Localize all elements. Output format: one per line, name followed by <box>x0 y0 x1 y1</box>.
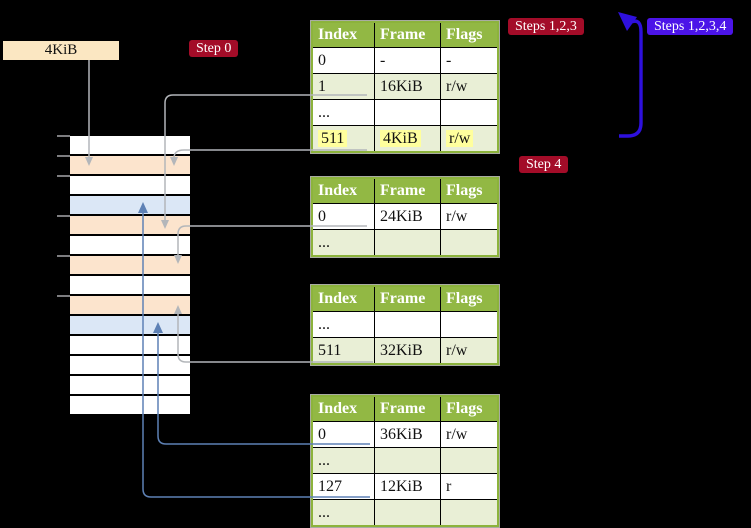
cell-index: 0 <box>311 47 375 74</box>
cell-flags <box>440 447 499 474</box>
memory-frame-row <box>70 396 190 416</box>
address-tick <box>57 175 70 177</box>
badge-step-0: Step 0 <box>189 40 239 57</box>
cell-flags: r/w <box>440 125 499 153</box>
page-table-1: Index Frame Flags 0 - - 1 16KiB r/w ... … <box>310 20 500 154</box>
cell-index: ... <box>311 229 375 257</box>
address-tick <box>57 295 70 297</box>
address-tick <box>57 255 70 257</box>
table-row: 0 - - <box>311 47 499 74</box>
memory-frame-row <box>70 176 190 196</box>
cell-index: 127 <box>311 473 375 500</box>
cell-frame <box>374 499 441 527</box>
table-row: ... <box>311 311 499 338</box>
cell-index: 0 <box>311 421 375 448</box>
cell-index: ... <box>311 311 375 338</box>
cell-frame <box>374 99 441 126</box>
table-row: ... <box>311 229 499 257</box>
column-header-index: Index <box>311 21 375 48</box>
memory-frame-row <box>70 236 190 256</box>
cell-flags: r <box>440 473 499 500</box>
memory-frame-row <box>70 376 190 396</box>
address-tick <box>57 215 70 217</box>
memory-frame-row <box>70 156 190 176</box>
memory-frame-row <box>70 216 190 236</box>
table-row: ... <box>311 499 499 527</box>
cell-frame: 12KiB <box>374 473 441 500</box>
column-header-index: Index <box>311 395 375 422</box>
arrowhead-upleft-icon <box>618 12 637 31</box>
cell-flags: r/w <box>440 203 499 230</box>
column-header-flags: Flags <box>440 21 499 48</box>
badge-steps-1-2-3-4: Steps 1,2,3,4 <box>647 18 734 35</box>
table-row: 511 32KiB r/w <box>311 337 499 365</box>
cell-frame: 36KiB <box>374 421 441 448</box>
cell-index: ... <box>311 99 375 126</box>
table-row: ... <box>311 99 499 126</box>
big-loop-arrow <box>618 12 643 138</box>
column-header-index: Index <box>311 285 375 312</box>
column-header-index: Index <box>311 177 375 204</box>
cell-flags <box>440 229 499 257</box>
badge-steps-1-2-3: Steps 1,2,3 <box>508 18 584 35</box>
page-table-2: Index Frame Flags 0 24KiB r/w ... <box>310 176 500 258</box>
cell-index: ... <box>311 447 375 474</box>
cell-flags <box>440 99 499 126</box>
cell-flags: r/w <box>440 73 499 100</box>
column-header-flags: Flags <box>440 395 499 422</box>
memory-frame-row <box>70 336 190 356</box>
table-row: 0 24KiB r/w <box>311 203 499 230</box>
column-header-frame: Frame <box>374 285 441 312</box>
memory-frame-row <box>70 196 190 216</box>
column-header-frame: Frame <box>374 395 441 422</box>
highlight-text: 511 <box>318 129 348 147</box>
page-table-4: Index Frame Flags 0 36KiB r/w ... 127 12… <box>310 394 500 528</box>
cell-index: 0 <box>311 203 375 230</box>
column-header-frame: Frame <box>374 21 441 48</box>
highlight-text: 4KiB <box>380 129 421 147</box>
table-row: 127 12KiB r <box>311 473 499 500</box>
cell-frame <box>374 447 441 474</box>
table-row: 0 36KiB r/w <box>311 421 499 448</box>
cell-index: 1 <box>311 73 375 100</box>
cell-flags <box>440 311 499 338</box>
cell-flags: r/w <box>440 421 499 448</box>
cell-frame: 24KiB <box>374 203 441 230</box>
physical-memory-column <box>70 134 190 416</box>
cell-flags <box>440 499 499 527</box>
column-header-flags: Flags <box>440 177 499 204</box>
address-tick <box>57 135 70 137</box>
cell-frame: 16KiB <box>374 73 441 100</box>
column-header-frame: Frame <box>374 177 441 204</box>
memory-frame-row <box>70 134 190 156</box>
cell-flags: r/w <box>440 337 499 365</box>
page-table-3: Index Frame Flags ... 511 32KiB r/w <box>310 284 500 366</box>
cell-index: 511 <box>311 337 375 365</box>
page-size-label: 4KiB <box>3 41 119 60</box>
cell-frame: 4KiB <box>374 125 441 153</box>
table-row-highlighted: 511 4KiB r/w <box>311 125 499 153</box>
memory-frame-row <box>70 296 190 316</box>
cell-frame: 32KiB <box>374 337 441 365</box>
column-header-flags: Flags <box>440 285 499 312</box>
badge-step-4: Step 4 <box>519 156 569 173</box>
cell-index: 511 <box>311 125 375 153</box>
memory-frame-row <box>70 256 190 276</box>
memory-frame-row <box>70 316 190 336</box>
cell-flags: - <box>440 47 499 74</box>
memory-frame-row <box>70 356 190 376</box>
cell-frame <box>374 229 441 257</box>
cell-frame <box>374 311 441 338</box>
memory-frame-row <box>70 276 190 296</box>
highlight-text: r/w <box>446 129 474 147</box>
table-row: 1 16KiB r/w <box>311 73 499 100</box>
address-tick <box>57 155 70 157</box>
cell-index: ... <box>311 499 375 527</box>
table-row: ... <box>311 447 499 474</box>
cell-frame: - <box>374 47 441 74</box>
